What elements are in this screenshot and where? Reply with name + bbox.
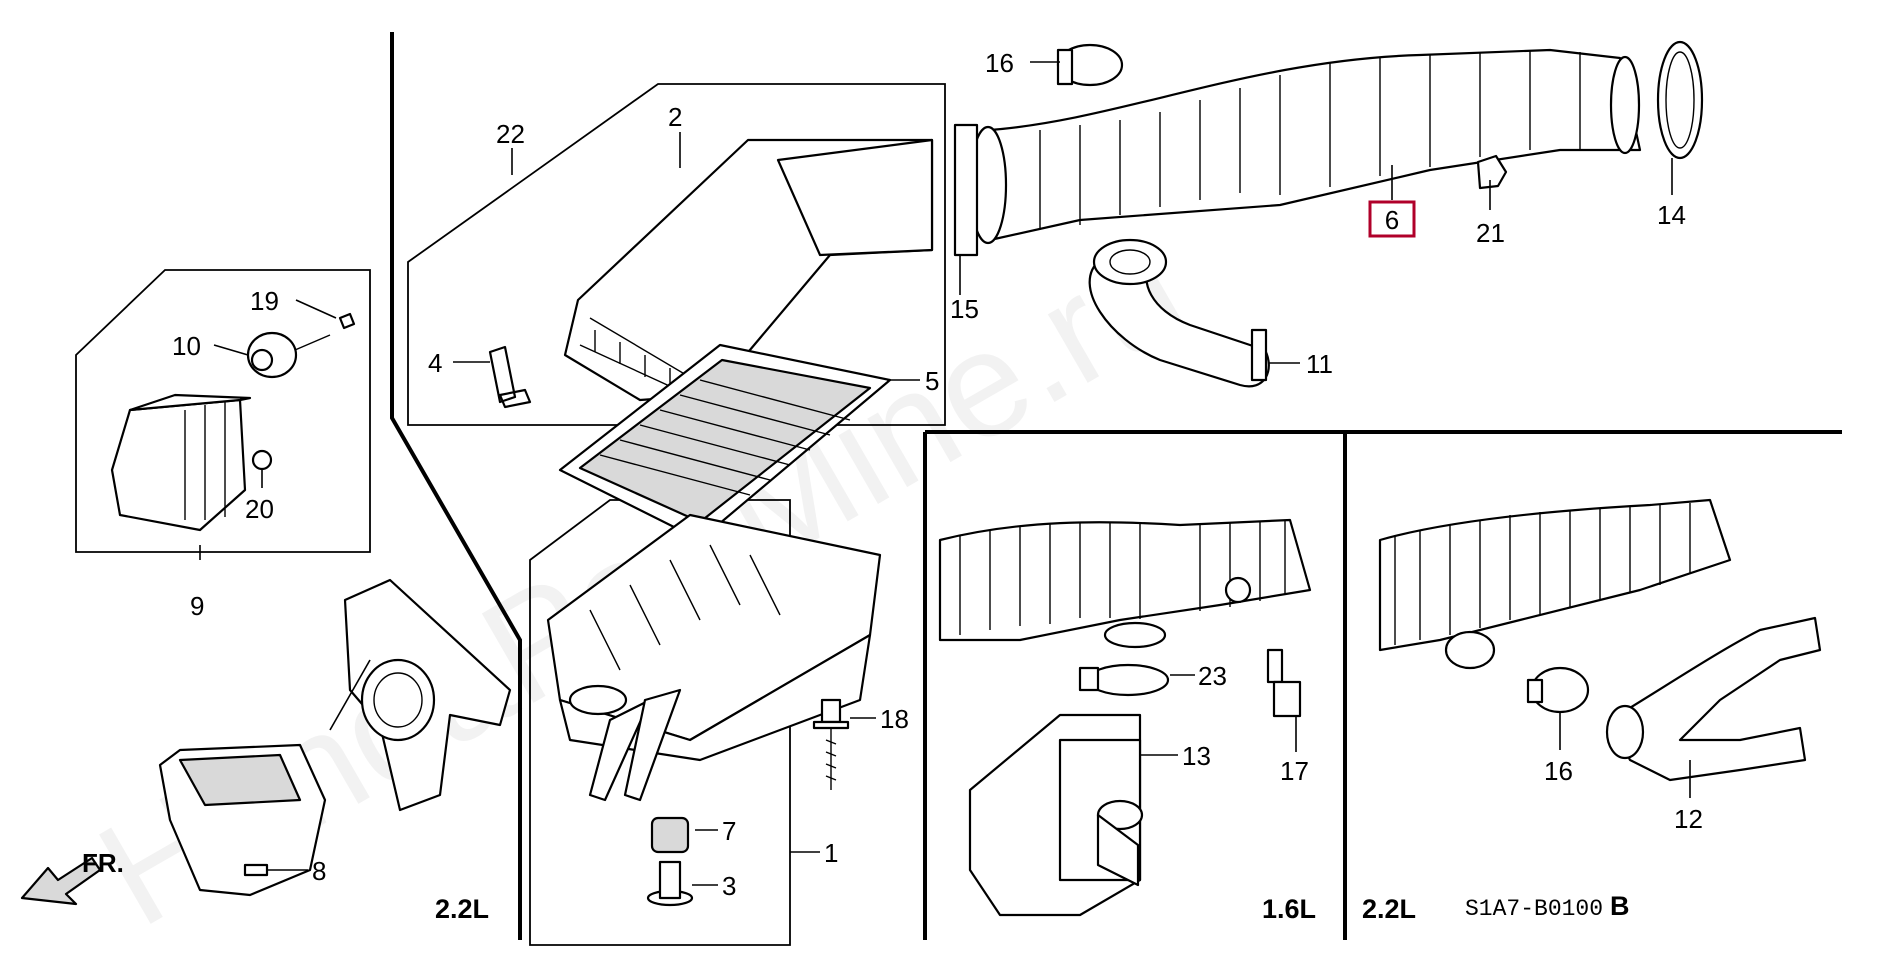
clip-21 [1476,154,1508,190]
mount-rubber [650,816,690,854]
group-9-frame [75,269,371,553]
nut-20 [251,449,273,471]
bolt-18 [812,698,850,790]
callout-11[interactable]: 11 [1306,349,1333,379]
callout-16-right[interactable]: 16 [1544,756,1573,786]
group-22-frame [407,83,946,426]
callout-6[interactable]: 6 [1385,205,1399,235]
callout-17[interactable]: 17 [1280,756,1309,786]
callout-10[interactable]: 10 [172,331,201,361]
callout-4[interactable]: 4 [428,348,442,378]
air-cleaner-housing [546,513,882,802]
leader-lines [199,61,1691,886]
callout-7[interactable]: 7 [722,816,736,846]
intake-duct-8 [158,743,327,897]
parts: FR. [20,40,1822,917]
highlight-box [1368,200,1416,238]
clamp-14 [1656,40,1704,160]
callout-15[interactable]: 15 [950,294,979,324]
collar-3 [646,860,694,907]
air-filter-element [558,343,892,542]
callout-23[interactable]: 23 [1198,661,1227,691]
air-cleaner-cover [563,138,934,402]
callout-5[interactable]: 5 [925,366,939,396]
callout-2[interactable]: 2 [668,102,682,132]
valve-10 [246,331,331,379]
clip [488,345,532,409]
engine-label-left: 2.2L [435,894,489,924]
callout-1[interactable]: 1 [824,838,838,868]
panel-1-6l [938,518,1312,917]
callout-3[interactable]: 3 [722,871,736,901]
callout-8[interactable]: 8 [312,856,326,886]
callout-16-top[interactable]: 16 [985,48,1014,78]
intake-tube [968,48,1642,245]
front-marker: FR. [82,848,124,878]
upper-duct-left [343,578,512,812]
callouts: 2 22 4 5 16 15 11 6 21 14 19 10 20 9 8 7… [172,48,1703,901]
divider-main [390,32,522,940]
callout-13[interactable]: 13 [1182,741,1211,771]
band-15 [953,123,979,257]
engine-label-right: 2.2L [1362,894,1416,924]
callout-18[interactable]: 18 [880,704,909,734]
callout-19[interactable]: 19 [250,286,279,316]
callout-14[interactable]: 14 [1657,200,1686,230]
front-arrow: FR. [20,848,124,906]
footer-labels: 2.2L 1.6L 2.2L S1A7-B0100 B [435,891,1630,924]
callout-21[interactable]: 21 [1476,218,1505,248]
clamp-16-top [1056,43,1124,87]
callout-22[interactable]: 22 [496,119,525,149]
callout-12[interactable]: 12 [1674,804,1703,834]
panel-2-2l [1378,498,1822,782]
callout-6-highlighted[interactable]: 6 [1368,200,1416,238]
front-arrow-icon [20,856,102,906]
diagram-code-suffix: B [1610,891,1630,921]
diagram-code: S1A7-B0100 [1465,896,1603,922]
engine-label-middle: 1.6L [1262,894,1316,924]
frames [75,32,1842,946]
callout-9[interactable]: 9 [190,591,204,621]
screw-19 [338,312,356,330]
resonator-hose [1088,238,1270,388]
callout-20[interactable]: 20 [245,494,274,524]
resonator-box-9 [110,393,252,532]
